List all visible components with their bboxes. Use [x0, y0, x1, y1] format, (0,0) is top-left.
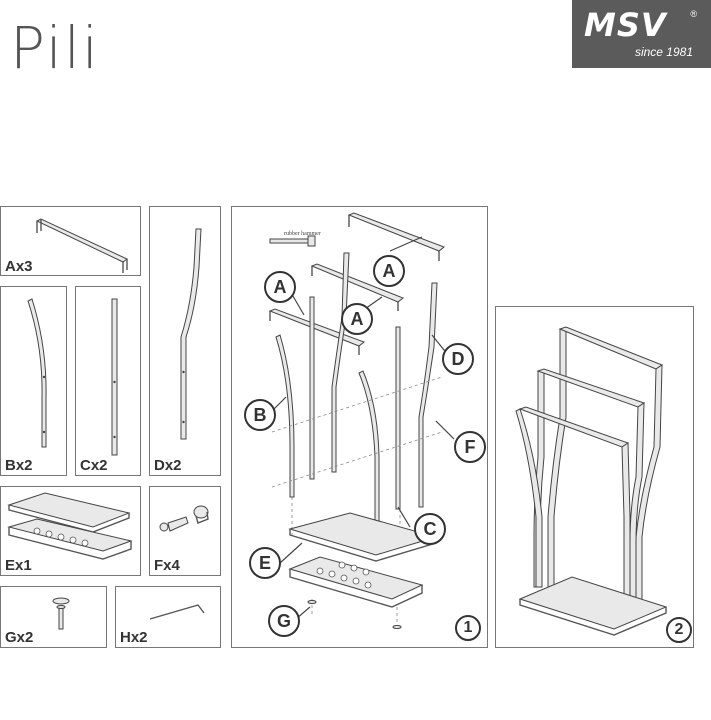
callout-c: C	[414, 513, 446, 545]
brand-logo-box: MSV ® since 1981	[572, 0, 711, 68]
base-e-drawing	[7, 492, 133, 560]
part-panel-f: Fx4	[149, 486, 221, 576]
hex-key-h-drawing	[149, 604, 205, 620]
assembly-step-2-panel: 2	[495, 306, 694, 648]
part-panel-g: Gx2	[0, 586, 107, 648]
part-panel-b: Bx2	[0, 286, 67, 476]
part-label-a: Ax3	[5, 258, 33, 275]
part-panel-a: Ax3	[0, 206, 141, 276]
part-panel-d: Dx2	[149, 206, 221, 476]
part-label-f: Fx4	[154, 557, 180, 574]
upright-c-drawing	[111, 298, 118, 456]
rail-a-drawing	[35, 218, 128, 273]
step-1-number: 1	[455, 615, 481, 641]
upright-b-drawing	[27, 298, 47, 448]
washer-g-drawing	[52, 597, 70, 630]
part-label-e: Ex1	[5, 557, 32, 574]
callout-a-2: A	[373, 255, 405, 287]
callout-g: G	[268, 605, 300, 637]
callout-b: B	[244, 399, 276, 431]
step-2-number: 2	[666, 617, 692, 643]
part-label-h: Hx2	[120, 629, 148, 646]
registered-mark: ®	[690, 9, 697, 19]
assembled-stand-drawing	[515, 326, 668, 636]
callout-f: F	[454, 431, 486, 463]
part-label-g: Gx2	[5, 629, 34, 646]
callout-a-3: A	[341, 303, 373, 335]
callout-e: E	[249, 547, 281, 579]
upright-d-drawing	[180, 228, 202, 440]
part-panel-e: Ex1	[0, 486, 141, 576]
brand-logo: MSV	[584, 6, 667, 44]
part-label-d: Dx2	[154, 457, 182, 474]
product-title: Pili	[10, 14, 101, 82]
part-label-c: Cx2	[80, 457, 108, 474]
part-panel-h: Hx2	[115, 586, 221, 648]
rubber-hammer-label: rubber hammer	[284, 231, 321, 237]
part-label-b: Bx2	[5, 457, 33, 474]
screw-f-drawing	[159, 505, 209, 532]
brand-since: since 1981	[634, 45, 693, 59]
callout-d: D	[442, 343, 474, 375]
callout-a-1: A	[264, 271, 296, 303]
part-panel-c: Cx2	[75, 286, 141, 476]
assembly-step-1-panel: rubber hammer A A A B C D E F G 1	[231, 206, 488, 648]
